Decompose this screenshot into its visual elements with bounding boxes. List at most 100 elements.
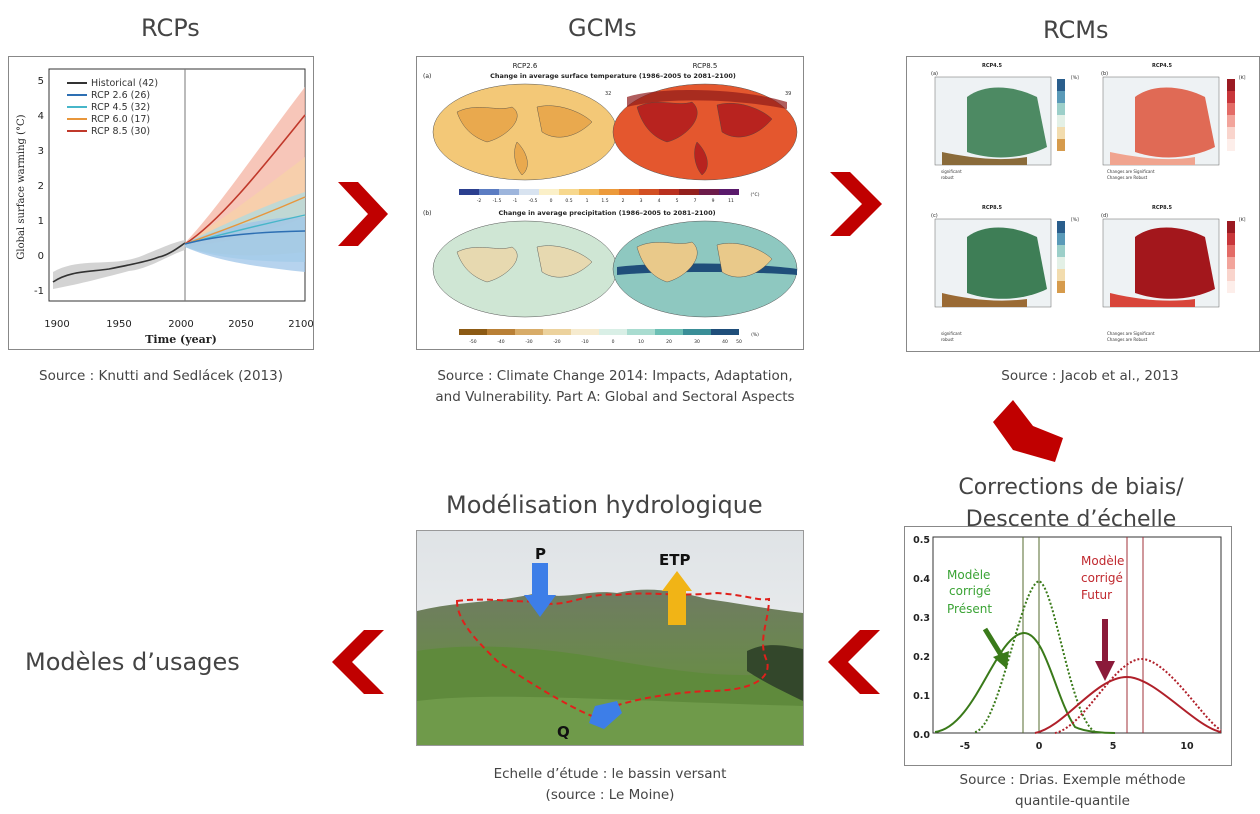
gcm-model-count: 32 bbox=[605, 91, 611, 97]
gcm-temp-tick: 5 bbox=[676, 198, 679, 204]
gcm-precip-tick: -10 bbox=[581, 339, 588, 345]
rcm-legend: significant bbox=[941, 169, 962, 174]
rcm-panel-title: RCP4.5 bbox=[982, 63, 1003, 69]
gcm-temp-colorbar bbox=[459, 189, 739, 195]
rcm-legend: robust bbox=[941, 175, 954, 180]
qq-ytick: 0.2 bbox=[913, 652, 930, 663]
gcm-precip-tick: 0 bbox=[612, 339, 615, 345]
rcm-legend: significant bbox=[941, 331, 962, 336]
rcm-legend: Changes are Robust bbox=[1107, 175, 1148, 180]
chevron-down-icon bbox=[993, 400, 1063, 462]
qq-red-label: Modèle bbox=[1081, 554, 1124, 568]
gcm-temp-tick: 0 bbox=[550, 198, 553, 204]
rcm-panel-title: RCP8.5 bbox=[1152, 205, 1173, 211]
rcm-panel-label: (c) bbox=[931, 213, 938, 219]
gcms-source: Source : Climate Change 2014: Impacts, A… bbox=[385, 366, 845, 408]
label-etp: ETP bbox=[659, 551, 690, 569]
gcm-temp-tick: -1.5 bbox=[493, 198, 502, 204]
qq-ytick: 0.3 bbox=[913, 613, 930, 624]
gcm-precip-tick: 50 bbox=[736, 339, 742, 345]
gcm-precip-colorbar bbox=[459, 329, 739, 335]
rcp-series-historical bbox=[52, 242, 186, 283]
gcm-precip-unit: (%) bbox=[751, 332, 759, 338]
rcp-xtick: 1950 bbox=[106, 319, 131, 330]
bias-source-line1: Source : Drias. Exemple méthode bbox=[959, 772, 1186, 788]
bias-source: Source : Drias. Exemple méthode quantile… bbox=[915, 770, 1230, 812]
gcm-temp-title: Change in average surface temperature (1… bbox=[490, 72, 736, 80]
rcp-legend-item: RCP 8.5 (30) bbox=[91, 126, 150, 137]
gcm-precip-tick: -40 bbox=[497, 339, 504, 345]
rcp-ytick: 1 bbox=[38, 216, 44, 227]
arrow-red-icon bbox=[1095, 619, 1115, 681]
gcm-model-count: 39 bbox=[785, 91, 791, 97]
qq-xtick: 5 bbox=[1110, 741, 1117, 752]
chevron-left-icon-1 bbox=[828, 630, 880, 694]
qq-green-label: corrigé bbox=[949, 584, 991, 598]
precipitation-arrow-icon bbox=[524, 563, 556, 617]
arrow-green-icon bbox=[982, 627, 1009, 669]
chevron-right-icon-1 bbox=[338, 182, 388, 246]
rcm-panel-label: (b) bbox=[1101, 71, 1108, 77]
gcm-temp-unit: (°C) bbox=[751, 192, 760, 198]
qq-green-solid bbox=[934, 631, 1116, 734]
qq-xtick: 10 bbox=[1180, 741, 1194, 752]
rcm-unit: [%] bbox=[1071, 217, 1079, 223]
bias-title-line1: Corrections de biais/ bbox=[958, 475, 1184, 500]
quantile-chart: 0.5 0.4 0.3 0.2 0.1 0.0 -5 0 5 10 bbox=[913, 535, 1222, 752]
gcm-precip-tick: 20 bbox=[666, 339, 672, 345]
rcm-colorbar-c bbox=[1057, 221, 1065, 293]
gcm-maps-panel: RCP2.6 RCP8.5 (a) Change in average surf… bbox=[416, 56, 804, 350]
label-p: P bbox=[535, 545, 546, 563]
rcp-series-60 bbox=[184, 196, 306, 245]
rcm-legend: Changes are Significant bbox=[1107, 169, 1155, 174]
gcm-temp-tick: 4 bbox=[658, 198, 661, 204]
rcm-unit: [K] bbox=[1239, 217, 1246, 223]
rcp-series-26 bbox=[184, 230, 306, 245]
hydro-title: Modélisation hydrologique bbox=[446, 491, 763, 519]
gcm-temp-tick: 3 bbox=[640, 198, 643, 204]
hydro-source: Echelle d’étude : le bassin versant (sou… bbox=[430, 764, 790, 806]
gcm-precip-tick: -20 bbox=[553, 339, 560, 345]
gcm-temp-tick: 9 bbox=[712, 198, 715, 204]
rcp-ytick: 0 bbox=[38, 251, 44, 262]
chevron-right-icon-2 bbox=[830, 172, 882, 236]
quantile-chart-panel: 0.5 0.4 0.3 0.2 0.1 0.0 -5 0 5 10 bbox=[904, 526, 1232, 766]
usages-title: Modèles d’usages bbox=[25, 648, 240, 676]
rcp-chart-panel: 5 4 3 2 1 0 -1 1900 1950 2000 2050 2100 … bbox=[8, 56, 314, 350]
gcm-temp-tick: -0.5 bbox=[529, 198, 538, 204]
gcm-precip-tick: 40 bbox=[722, 339, 728, 345]
rcp-ytick: 5 bbox=[38, 76, 44, 87]
rcm-maps-panel: (a) RCP4.5 [%] significant robust (b) RC… bbox=[906, 56, 1260, 352]
gcm-precip-tick: -30 bbox=[525, 339, 532, 345]
qq-red-solid bbox=[1034, 675, 1222, 734]
gcm-temp-tick: 2 bbox=[622, 198, 625, 204]
rcm-unit: [K] bbox=[1239, 75, 1246, 81]
gcm-panel-label: (b) bbox=[423, 210, 432, 217]
rcp-xtick: 1900 bbox=[44, 319, 69, 330]
discharge-arrow-icon bbox=[589, 701, 622, 729]
gcm-temp-tick: 1.5 bbox=[601, 198, 608, 204]
rcp-ytick: 3 bbox=[38, 146, 44, 157]
qq-green-label: Présent bbox=[947, 602, 992, 616]
gcm-temp-tick: -2 bbox=[477, 198, 482, 204]
rcp-ytick: 4 bbox=[38, 111, 44, 122]
qq-red-label: corrigé bbox=[1081, 571, 1123, 585]
gcm-temp-tick: 7 bbox=[694, 198, 697, 204]
rcp-legend-item: RCP 2.6 (26) bbox=[91, 90, 150, 101]
rcp-xlabel: Time (year) bbox=[145, 333, 217, 346]
hydro-source-line2: (source : Le Moine) bbox=[545, 787, 675, 803]
rcp-xtick: 2000 bbox=[168, 319, 193, 330]
rcm-colorbar-d bbox=[1227, 221, 1235, 293]
rcm-colorbar-a bbox=[1057, 79, 1065, 151]
gcm-precip-title: Change in average precipitation (1986–20… bbox=[498, 209, 715, 217]
qq-ytick: 0.5 bbox=[913, 535, 930, 546]
rcps-title: RCPs bbox=[141, 14, 200, 42]
qq-red-dotted bbox=[1054, 657, 1222, 734]
watershed-outline bbox=[455, 591, 771, 718]
qq-xtick: -5 bbox=[960, 741, 971, 752]
gcm-precip-tick: 10 bbox=[638, 339, 644, 345]
rcm-maps: (a) RCP4.5 [%] significant robust (b) RC… bbox=[931, 63, 1246, 342]
rcp-legend-item: RCP 4.5 (32) bbox=[91, 102, 150, 113]
rcm-panel-label: (d) bbox=[1101, 213, 1108, 219]
gcm-col-label: RCP2.6 bbox=[513, 62, 538, 70]
